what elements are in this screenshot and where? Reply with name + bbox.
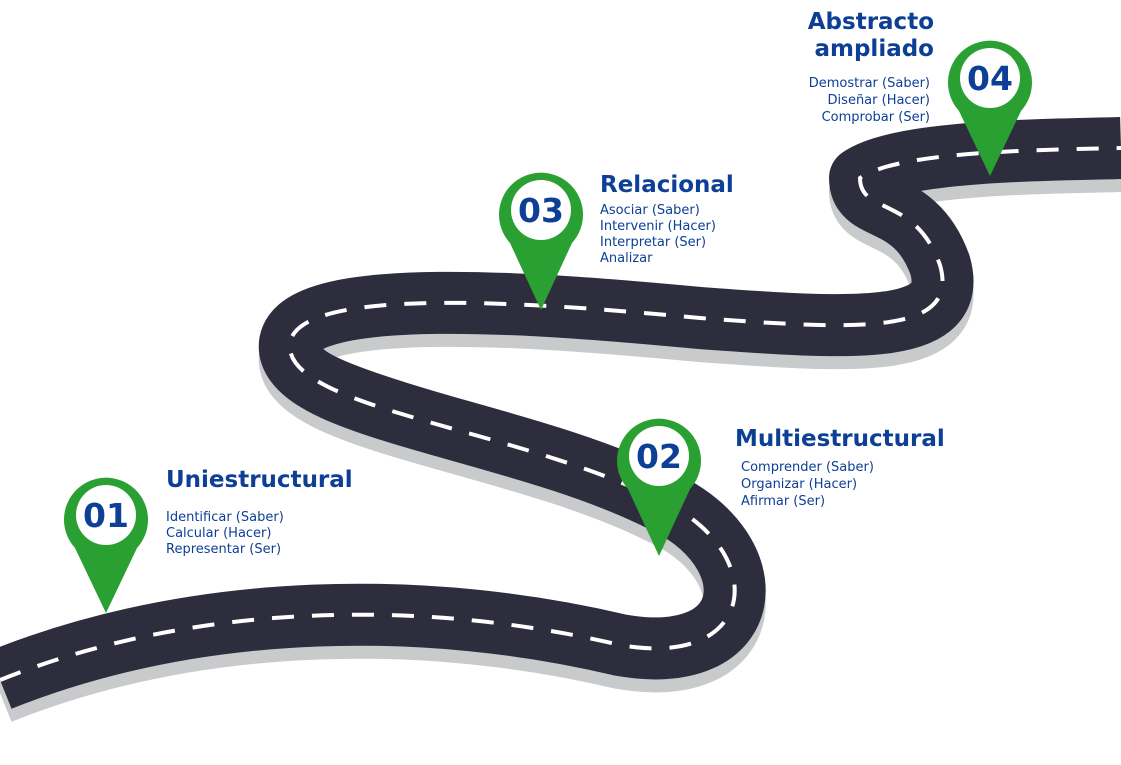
- milestone-item: Calcular (Hacer): [166, 526, 271, 541]
- milestone-item: Comprobar (Ser): [822, 110, 930, 125]
- milestone-item: Identificar (Saber): [166, 510, 284, 525]
- milestone-item: Interpretar (Ser): [600, 235, 706, 250]
- milestone-01: 01 Uniestructural Identificar (Saber) Ca…: [64, 467, 353, 613]
- milestone-title: Abstracto: [808, 9, 934, 35]
- milestone-item: Intervenir (Hacer): [600, 219, 716, 234]
- milestone-item: Asociar (Saber): [600, 203, 700, 218]
- milestone-item: Diseñar (Hacer): [828, 93, 930, 108]
- milestone-item: Representar (Ser): [166, 542, 281, 557]
- milestone-number: 01: [83, 496, 129, 535]
- pin-circle: [960, 48, 1020, 108]
- milestone-04: 04 Abstracto ampliado Demostrar (Saber) …: [808, 9, 1033, 176]
- lane-marking: [0, 146, 1121, 682]
- milestone-number: 03: [518, 191, 564, 230]
- milestone-item: Comprender (Saber): [741, 460, 874, 475]
- pin-circle: [76, 485, 136, 545]
- milestone-03: 03 Relacional Asociar (Saber) Intervenir…: [499, 172, 734, 310]
- pin-circle: [629, 426, 689, 486]
- milestone-item: Analizar: [600, 251, 653, 266]
- milestone-title: Uniestructural: [166, 467, 353, 493]
- milestone-number: 02: [636, 437, 682, 476]
- milestone-item: Demostrar (Saber): [809, 76, 930, 91]
- milestone-number: 04: [967, 59, 1013, 98]
- milestone-title: Multiestructural: [735, 426, 945, 452]
- pin-circle: [511, 180, 571, 240]
- milestone-02: 02 Multiestructural Comprender (Saber) O…: [617, 418, 945, 556]
- milestone-item: Afirmar (Ser): [741, 494, 825, 509]
- milestone-item: Organizar (Hacer): [741, 477, 857, 492]
- milestone-title: ampliado: [814, 36, 934, 62]
- milestone-title: Relacional: [600, 172, 734, 198]
